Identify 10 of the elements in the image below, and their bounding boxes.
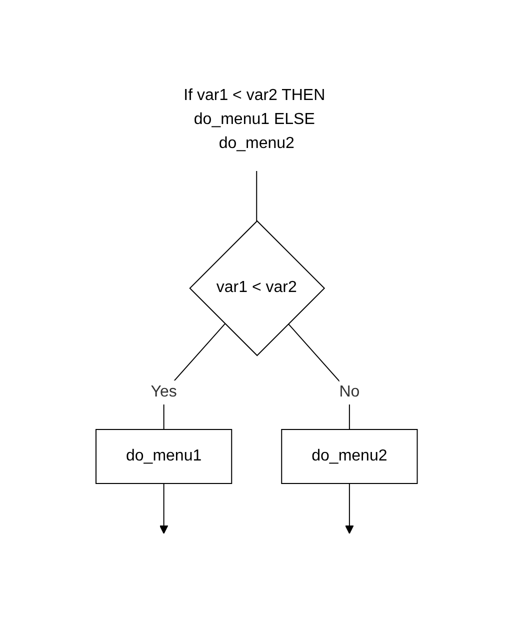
node-diamond: var1 < var2 (190, 220, 326, 356)
arrow (345, 483, 354, 534)
node-box: do_menu2 (282, 429, 418, 484)
connector (288, 324, 350, 430)
edge-label: Yes (151, 384, 178, 401)
arrow (160, 483, 169, 534)
node-box: do_menu1 (96, 429, 232, 484)
node-text: If var1 < var2 THEN do_menu1 ELSE do_menu2 (184, 87, 326, 152)
edge-label: No (340, 384, 360, 401)
connector (256, 170, 258, 222)
